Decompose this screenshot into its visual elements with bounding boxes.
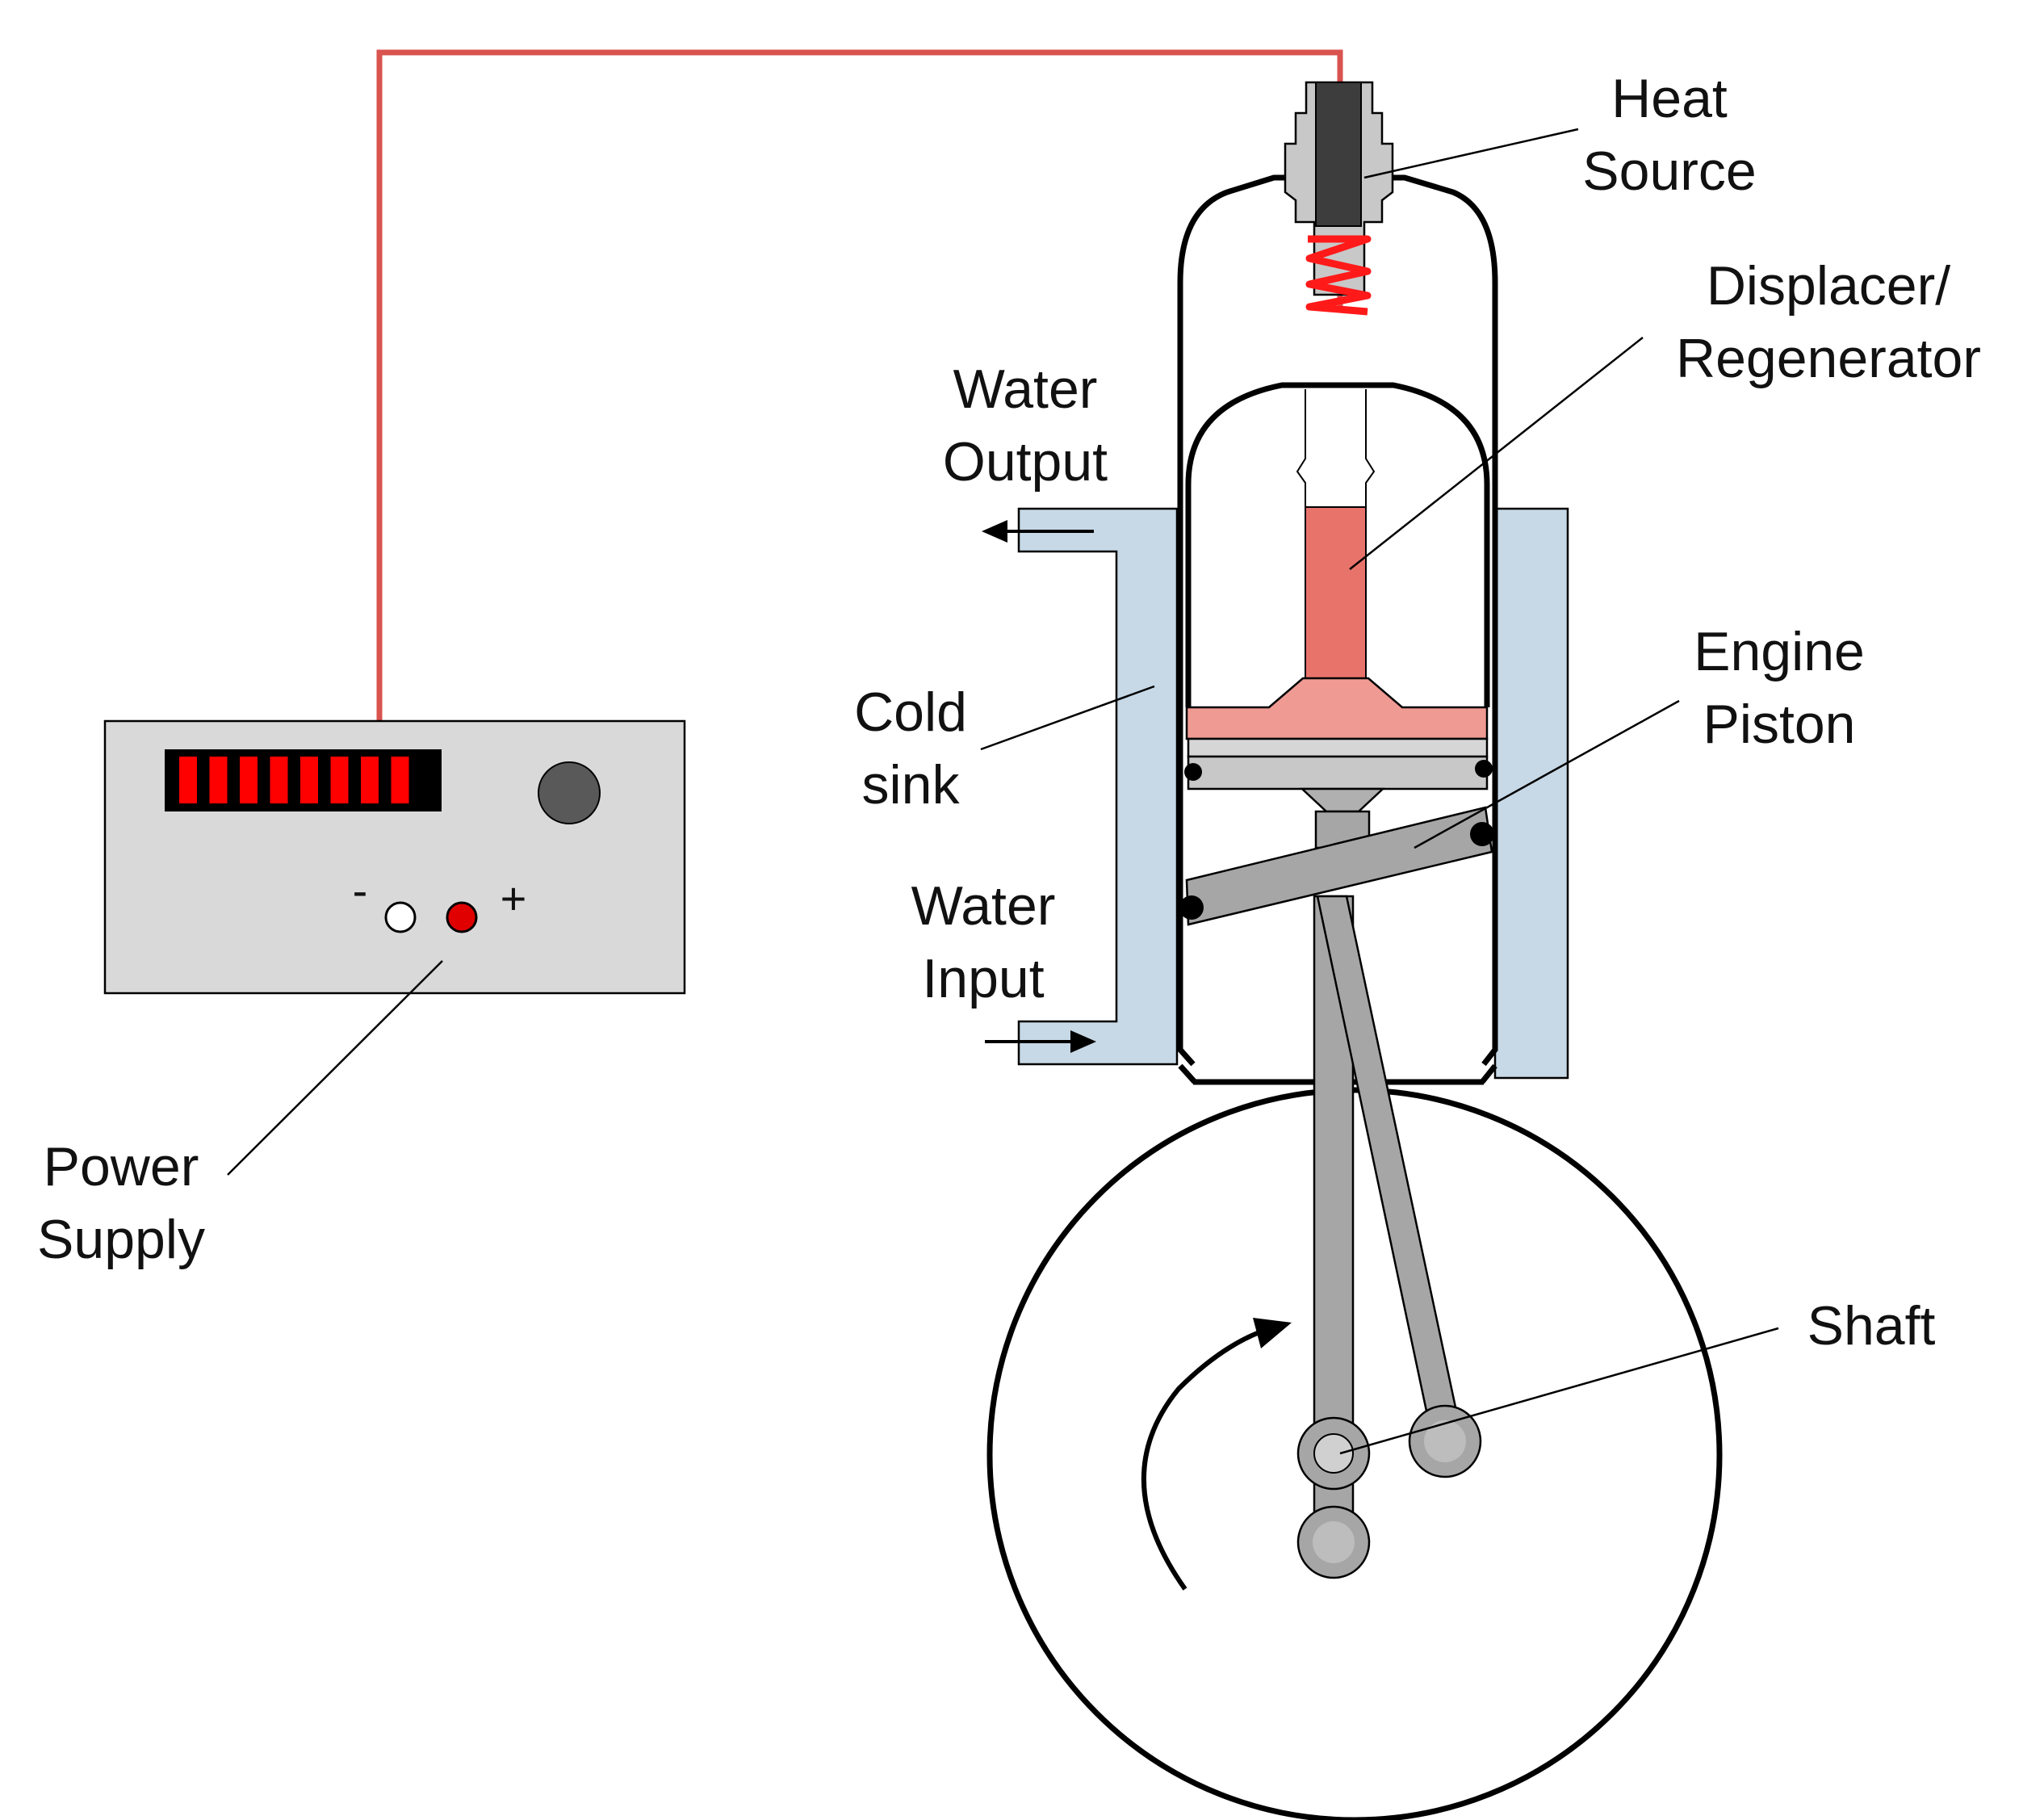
label-heat-source-line1: Heat bbox=[1611, 68, 1728, 129]
display-segment bbox=[179, 757, 197, 803]
leader-shaft bbox=[1339, 1327, 1779, 1455]
cylinder-bottom-cap-right bbox=[1480, 1063, 1497, 1084]
leader-power-supply bbox=[227, 960, 443, 1176]
seal-dot bbox=[1475, 760, 1493, 778]
display-segment bbox=[361, 757, 379, 803]
label-engine-piston-line1: Engine bbox=[1694, 621, 1865, 682]
power-supply: - + bbox=[103, 719, 686, 995]
label-water-input-line1: Water bbox=[911, 875, 1056, 937]
label-displacer-line1: Displacer/ bbox=[1707, 255, 1950, 317]
terminal-minus-sign: - bbox=[353, 865, 368, 916]
power-supply-knob[interactable] bbox=[538, 761, 601, 824]
terminal-plus-sign: + bbox=[501, 873, 527, 924]
label-cold-sink-line1: Cold bbox=[854, 681, 967, 743]
regenerator-tube bbox=[1296, 389, 1376, 508]
label-engine-piston-line2: Piston bbox=[1703, 694, 1856, 755]
displacer-regenerator bbox=[1185, 382, 1490, 740]
display-segment bbox=[300, 757, 318, 803]
leader-heat-source bbox=[1363, 128, 1579, 179]
rotation-arrowhead-icon bbox=[1253, 1318, 1292, 1348]
crank-pin-right-inner bbox=[1424, 1420, 1466, 1462]
label-heat-source-line2: Source bbox=[1582, 140, 1756, 202]
label-cold-sink-line2: sink bbox=[862, 754, 961, 816]
heat-source-core bbox=[1315, 82, 1362, 227]
shaft-pivot-inner bbox=[1313, 1433, 1354, 1474]
label-power-supply-line2: Supply bbox=[37, 1209, 205, 1270]
leader-engine-piston bbox=[1414, 699, 1680, 849]
engine-piston bbox=[1179, 737, 1494, 926]
cylinder-bottom-cap-left bbox=[1178, 1063, 1197, 1084]
display-segment bbox=[209, 757, 228, 803]
leader-displacer bbox=[1349, 337, 1644, 570]
terminal-plus[interactable] bbox=[446, 901, 478, 933]
label-water-input-line2: Input bbox=[922, 948, 1044, 1009]
piston-ring-lower bbox=[1187, 755, 1489, 790]
label-water-output-line2: Output bbox=[943, 431, 1108, 493]
cold-sink-left bbox=[1017, 507, 1179, 1066]
cold-sink-right bbox=[1493, 507, 1569, 1080]
water-output-arrowhead-icon bbox=[982, 520, 1007, 543]
display-segment bbox=[391, 757, 409, 803]
piston-ring-upper bbox=[1187, 737, 1489, 758]
regenerator-fill bbox=[1305, 506, 1367, 679]
label-displacer-line2: Regenerator bbox=[1676, 328, 1981, 389]
seal-dot bbox=[1470, 822, 1494, 846]
crank-pivots bbox=[1296, 1404, 1482, 1579]
rotation-arrow bbox=[1141, 1330, 1261, 1591]
heat-source bbox=[1284, 81, 1394, 316]
seal-dot bbox=[1184, 763, 1202, 781]
terminal-minus[interactable] bbox=[384, 901, 417, 933]
label-shaft: Shaft bbox=[1807, 1295, 1936, 1357]
display-segment bbox=[240, 757, 258, 803]
display-segments bbox=[179, 757, 409, 803]
label-water-output-line1: Water bbox=[953, 359, 1098, 420]
label-power-supply-line1: Power bbox=[44, 1136, 199, 1197]
display-segment bbox=[330, 757, 349, 803]
heater-coil bbox=[1305, 235, 1372, 316]
crank-pin-lower-inner bbox=[1313, 1521, 1355, 1563]
leader-cold-sink bbox=[980, 685, 1155, 751]
seal-dot bbox=[1179, 895, 1204, 920]
display-segment bbox=[270, 757, 288, 803]
water-input-arrowhead-icon bbox=[1070, 1030, 1096, 1053]
